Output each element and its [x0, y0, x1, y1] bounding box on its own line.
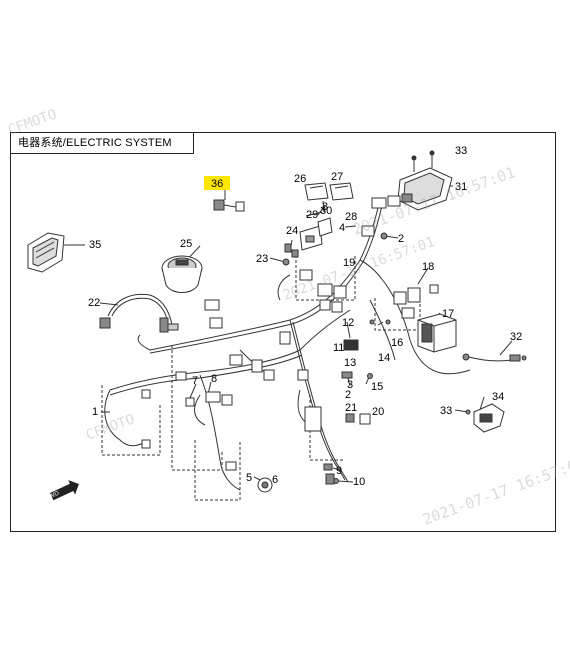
relay-34	[465, 403, 505, 433]
callout-9[interactable]: 9	[336, 465, 342, 477]
harness-branch-lower	[109, 349, 301, 391]
fwd-label: FWD	[45, 490, 61, 501]
connector-28	[361, 195, 401, 237]
callout-31[interactable]: 31	[455, 181, 467, 193]
callout-21[interactable]: 21	[345, 402, 357, 414]
callout-36[interactable]: 36	[211, 178, 223, 190]
callout-23[interactable]: 23	[256, 253, 268, 265]
watermark-timestamp-bottom: 2021-07-17 16:57:01	[420, 453, 570, 529]
sensor-5	[257, 477, 273, 493]
callout-35[interactable]: 35	[89, 239, 101, 251]
relay-30	[317, 217, 333, 237]
ignition-switch-25	[161, 255, 203, 293]
callout-19[interactable]: 19	[343, 257, 355, 269]
callout-10[interactable]: 10	[353, 476, 365, 488]
page-title: 电器系统/ELECTRIC SYSTEM	[10, 132, 194, 154]
module-35	[27, 232, 65, 273]
callout-25[interactable]: 25	[180, 238, 192, 250]
callout-5[interactable]: 5	[246, 472, 252, 484]
callout-28[interactable]: 28	[345, 211, 357, 223]
callout-24[interactable]: 24	[286, 225, 298, 237]
battery-17	[417, 313, 457, 353]
part-36-highlight	[204, 176, 230, 190]
callout-30[interactable]: 30	[320, 205, 332, 217]
connector-19	[299, 269, 347, 313]
callout-15[interactable]: 15	[371, 381, 383, 393]
part-15	[367, 373, 373, 379]
harness-connectors	[141, 299, 322, 471]
part-20	[359, 413, 371, 425]
callout-1[interactable]: 1	[92, 406, 98, 418]
callout-32[interactable]: 32	[510, 331, 522, 343]
connector-8	[205, 391, 233, 406]
callout-17[interactable]: 17	[442, 308, 454, 320]
watermarks: CFMOTO CFMOTO 2021-07-17 16:57:01 2021-0…	[6, 106, 570, 528]
relay-29	[299, 225, 323, 251]
watermark-brand-top: CFMOTO	[6, 106, 59, 138]
callout-13[interactable]: 13	[344, 357, 356, 369]
callout-18[interactable]: 18	[422, 261, 434, 273]
bolt-2-top	[380, 232, 388, 240]
fwd-arrow	[50, 480, 79, 501]
callout-4[interactable]: 4	[339, 222, 345, 234]
callout-16[interactable]: 16	[391, 337, 403, 349]
callout-2-top[interactable]: 2	[398, 233, 404, 245]
sensor-22	[99, 293, 179, 333]
part-12	[343, 339, 359, 351]
callout-14[interactable]: 14	[378, 352, 390, 364]
callout-3-top[interactable]: 3	[322, 201, 328, 213]
callout-numbers: 1 2 2 3 3 4 5 6 7 8 9 10 11 12 13 14 15 …	[88, 145, 522, 488]
callout-33-bottom[interactable]: 33	[440, 405, 452, 417]
callout-20[interactable]: 20	[372, 406, 384, 418]
callout-33-top[interactable]: 33	[455, 145, 467, 157]
part-21	[345, 413, 355, 423]
callout-27[interactable]: 27	[331, 171, 343, 183]
cable-32	[462, 353, 527, 362]
callout-3-bottom[interactable]: 3	[347, 379, 353, 391]
callout-34[interactable]: 34	[492, 391, 504, 403]
part-24	[284, 243, 299, 258]
callout-2-bottom[interactable]: 2	[345, 389, 351, 401]
ecu-31	[397, 150, 453, 211]
part-36-switch	[213, 199, 245, 212]
pad-26	[304, 182, 329, 201]
part-13	[341, 371, 353, 379]
callout-26[interactable]: 26	[294, 173, 306, 185]
part-14	[369, 319, 391, 325]
callout-8[interactable]: 8	[211, 373, 217, 385]
harness-branch-left	[104, 389, 151, 447]
part-23	[282, 258, 290, 266]
main-harness	[149, 199, 381, 351]
callout-11[interactable]: 11	[333, 342, 344, 354]
part-9	[323, 463, 339, 485]
pad-27	[329, 182, 354, 201]
relay-box-18	[393, 284, 439, 319]
callout-7[interactable]: 7	[192, 375, 198, 387]
callout-6[interactable]: 6	[272, 474, 278, 486]
callout-22[interactable]: 22	[88, 297, 100, 309]
callout-29[interactable]: 29	[306, 209, 318, 221]
callout-12[interactable]: 12	[342, 317, 354, 329]
